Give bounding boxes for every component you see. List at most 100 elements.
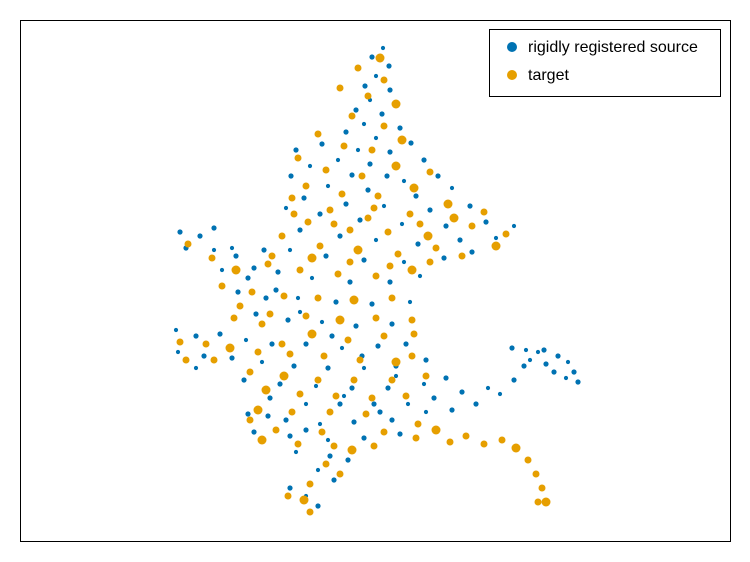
target-point-32 [502,230,510,238]
source-point-114 [317,421,323,427]
target-point-3 [336,84,344,92]
source-point-23 [384,173,390,179]
source-point-149 [211,225,217,231]
source-point-27 [325,183,331,189]
source-point-16 [387,149,393,155]
source-point-97 [241,377,247,383]
source-point-43 [297,227,303,233]
target-point-22 [326,206,334,214]
target-point-63 [320,352,328,360]
target-point-7 [380,122,388,130]
target-point-15 [391,161,401,171]
target-point-50 [349,295,359,305]
target-point-70 [279,371,289,381]
target-point-19 [374,192,382,200]
source-point-42 [511,223,517,229]
source-point-119 [473,401,479,407]
source-point-53 [261,247,267,253]
source-point-9 [361,121,367,127]
target-point-54 [302,312,310,320]
legend-marker-source [507,42,517,52]
source-point-45 [373,237,379,243]
target-point-109 [318,428,326,436]
source-point-140 [555,353,561,359]
target-point-52 [236,302,244,310]
target-point-30 [423,231,433,241]
source-point-103 [443,375,449,381]
source-point-28 [365,187,371,193]
source-point-96 [193,365,199,371]
target-point-44 [372,272,380,280]
target-point-8 [314,130,322,138]
source-point-105 [303,401,309,407]
target-point-64 [356,356,364,364]
source-point-65 [387,279,393,285]
source-point-77 [389,321,395,327]
target-point-27 [304,218,312,226]
target-point-57 [408,316,416,324]
source-point-145 [551,369,557,375]
source-point-133 [331,477,337,483]
target-point-116 [344,336,352,344]
target-point-115 [307,329,317,339]
source-point-112 [245,411,251,417]
source-point-109 [431,395,437,401]
source-point-99 [313,383,319,389]
target-point-88 [370,442,378,450]
target-point-17 [302,182,310,190]
source-point-134 [287,485,293,491]
source-point-139 [541,347,547,353]
source-point-108 [405,401,411,407]
target-point-82 [326,408,334,416]
source-point-129 [293,449,299,455]
target-point-49 [314,294,322,302]
target-point-10 [397,135,407,145]
source-point-0 [380,45,386,51]
source-point-83 [303,341,309,347]
source-point-73 [253,311,259,317]
target-point-26 [480,208,488,216]
target-point-106 [306,508,314,516]
target-point-61 [254,348,262,356]
target-point-107 [246,416,254,424]
source-point-37 [317,211,323,217]
target-point-110 [347,445,357,455]
source-point-79 [193,333,199,339]
source-point-57 [401,259,407,265]
target-point-111 [380,428,388,436]
source-point-71 [369,301,375,307]
target-point-45 [407,265,417,275]
source-point-153 [297,309,303,315]
target-point-80 [253,405,263,415]
target-point-71 [314,376,322,384]
target-point-4 [364,92,372,100]
target-point-126 [290,210,298,218]
source-point-40 [443,223,449,229]
target-point-6 [348,112,356,120]
target-point-75 [261,385,271,395]
target-point-29 [384,228,392,236]
source-point-84 [339,345,345,351]
source-point-20 [421,157,427,163]
target-point-81 [288,408,296,416]
source-point-18 [335,157,341,163]
source-point-47 [457,237,463,243]
source-point-66 [417,273,423,279]
source-point-4 [362,83,368,89]
source-point-25 [435,173,441,179]
target-point-86 [294,440,302,448]
source-point-117 [423,409,429,415]
source-point-8 [379,111,385,117]
source-point-50 [197,233,203,239]
source-point-125 [287,433,293,439]
source-point-151 [251,265,257,271]
source-point-69 [295,295,301,301]
target-point-76 [296,390,304,398]
target-point-114 [278,340,286,348]
target-point-100 [541,497,551,507]
source-point-104 [267,395,273,401]
target-point-117 [380,332,388,340]
source-point-137 [509,345,515,351]
source-point-38 [357,217,363,223]
